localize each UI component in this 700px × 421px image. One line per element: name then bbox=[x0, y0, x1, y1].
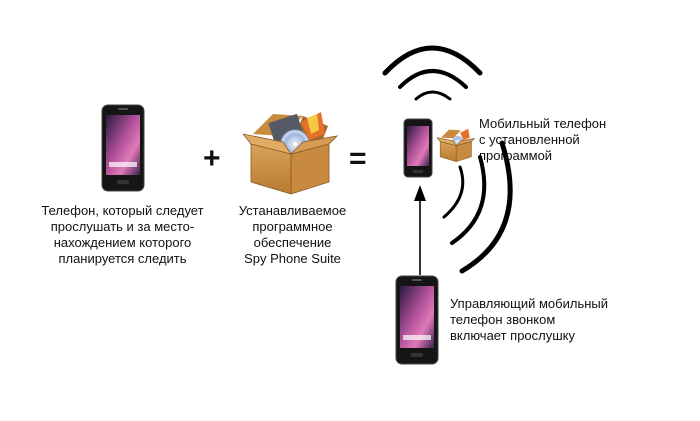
target-phone-image bbox=[101, 104, 145, 192]
software-caption: Устанавливаемое программное обеспечение … bbox=[238, 203, 347, 266]
signal-waves-graphic bbox=[370, 35, 550, 285]
result-box-image bbox=[437, 124, 475, 164]
result-caption: Мобильный телефон с установленной програ… bbox=[479, 116, 607, 163]
controller-phone-image bbox=[395, 275, 439, 365]
result-phone-image bbox=[403, 118, 433, 178]
software-box-image bbox=[243, 104, 338, 196]
controller-caption: Управляющий мобильный телефон звонком вк… bbox=[450, 296, 609, 343]
equals-sign: = bbox=[349, 142, 367, 175]
plus-sign: + bbox=[203, 142, 221, 175]
target-phone-caption: Телефон, который следует прослушать и за… bbox=[41, 203, 204, 266]
